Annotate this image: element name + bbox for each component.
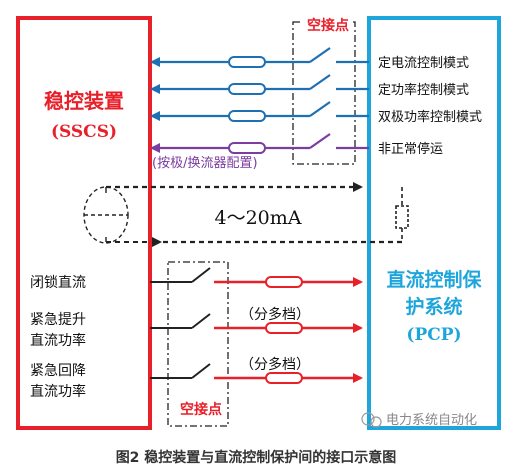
command-signal-raise — [150, 313, 363, 334]
sscs-abbrev: (SSCS) — [51, 122, 117, 142]
mode-signal-3 — [150, 101, 369, 122]
mode-label-const-current: 定电流控制模式 — [378, 56, 469, 71]
command-label-lower-1: 紧急回降 — [30, 363, 86, 379]
pcp-box — [367, 16, 501, 430]
mode-signal-2 — [150, 74, 369, 95]
watermark-text: 电力系统自动化 — [386, 413, 477, 428]
top-contacts-label: 空接点 — [307, 17, 349, 34]
bottom-contacts-label: 空接点 — [180, 401, 222, 418]
mode-label-abnormal-stop: 非正常停运 — [378, 141, 443, 157]
config-label: (按极/换流器配置) — [152, 156, 258, 171]
command-label-lower-2: 直流功率 — [30, 383, 86, 400]
pcp-title-line2: 护系统 — [405, 295, 462, 318]
pcp-abbrev: (PCP) — [406, 325, 461, 345]
watermark: 电力系统自动化 — [361, 412, 477, 428]
pcp-title-line1: 直流控制保 — [386, 268, 482, 291]
command-label-lock: 闭锁直流 — [30, 274, 86, 291]
sscs-title: 稳控装置 — [44, 89, 124, 113]
top-contacts-box — [292, 21, 356, 165]
mode-label-bipolar-power: 双极功率控制模式 — [378, 109, 482, 125]
wechat-icon — [361, 412, 375, 426]
mode-signal-4 — [150, 133, 369, 154]
bottom-contacts-label-bg — [176, 400, 226, 418]
analog-label: 4～20mA — [214, 207, 301, 229]
sscs-box — [16, 16, 152, 430]
command-signal-lock — [150, 267, 363, 288]
command-label-raise-2: 直流功率 — [30, 332, 86, 349]
bottom-contacts-box — [167, 261, 229, 427]
command-signal-lower — [150, 363, 363, 384]
figure-caption: 图2 稳控装置与直流控制保护间的接口示意图 — [116, 449, 397, 466]
multi-level-label-1: （分多档） — [240, 306, 310, 323]
mode-label-const-power: 定功率控制模式 — [378, 82, 469, 98]
top-contacts-label-bg — [303, 16, 353, 34]
analog-loop — [83, 182, 409, 247]
multi-level-label-2: （分多档） — [240, 356, 310, 373]
command-label-raise-1: 紧急提升 — [30, 312, 86, 328]
mode-signal-1 — [150, 47, 369, 68]
